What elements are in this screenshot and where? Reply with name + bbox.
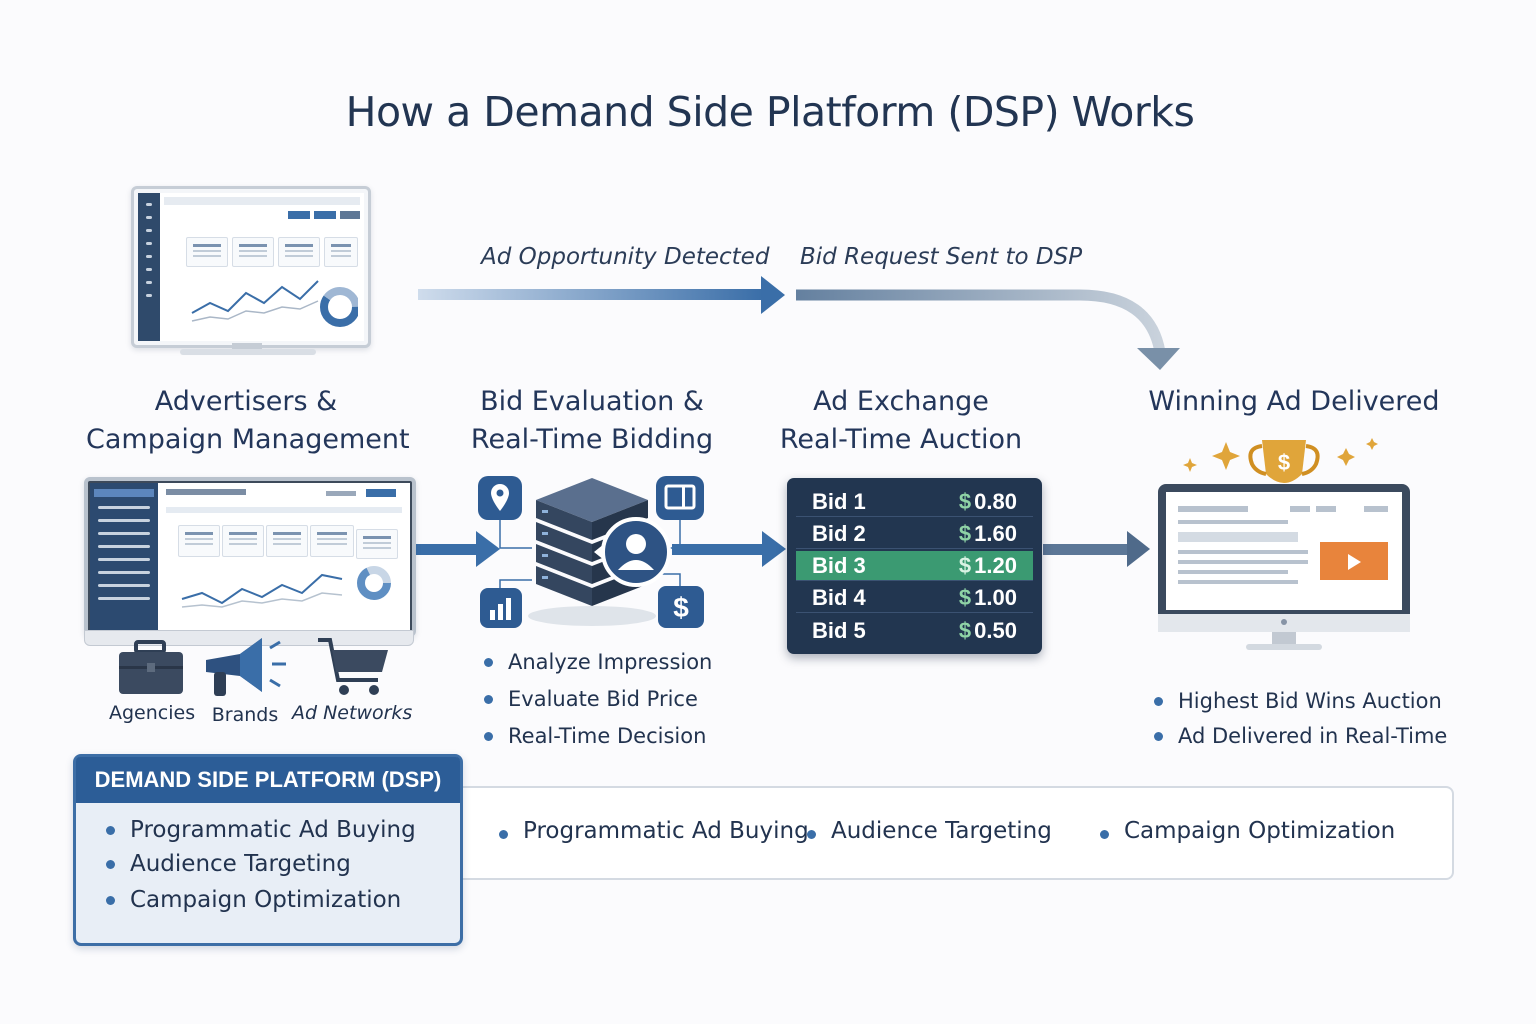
stage-title-exchange: Ad Exchange Real-Time Auction [770,383,1032,459]
currency-symbol: $ [958,488,972,514]
list-item: Ad Delivered in Real-Time [1154,724,1447,748]
monitor-stand [232,343,262,351]
stage-title-delivered: Winning Ad Delivered [1148,386,1440,417]
bid-amount: $1.60 [959,521,1017,547]
list-item: Programmatic Ad Buying [106,817,416,843]
stage-title-line: Bid Evaluation & [480,386,704,417]
delivered-bullets: Highest Bid Wins Auction Ad Delivered in… [1154,689,1447,748]
stage-title-line: Real-Time Auction [779,424,1023,455]
arrow-ad-opportunity [418,276,785,314]
bidding-bullets: Analyze Impression Evaluate Bid Price Re… [484,650,712,748]
arrow-bid-request [796,289,1180,370]
bid-label: Bid 4 [812,584,866,610]
currency-symbol: $ [958,520,972,546]
svg-text:$: $ [673,592,689,623]
buyer-label-ad-networks: Ad Networks [292,702,413,724]
list-item: Audience Targeting [106,851,416,877]
stage-title-line: Advertisers & [154,386,338,417]
stage-title-advertisers: Advertisers & Campaign Management [86,383,410,459]
arrow-advertisers-to-bidding [412,531,500,567]
stage-title-bidding: Bid Evaluation & Real-Time Bidding [452,383,732,459]
bid-label: Bid 2 [812,520,866,546]
bid-row-highlighted: Bid 3 $1.20 [796,551,1033,581]
campaign-dashboard-monitor-large [84,477,416,637]
devices-icon [656,476,704,520]
list-item: Evaluate Bid Price [484,687,712,711]
user-profile-icon [594,517,671,587]
flow-label-ad-opportunity: Ad Opportunity Detected [481,244,770,270]
flow-label-bid-request: Bid Request Sent to DSP [800,244,1083,270]
bid-value: 0.50 [974,618,1017,643]
location-pin-icon [478,476,522,520]
feature-item: Campaign Optimization [1100,818,1395,844]
bid-amount: $0.80 [959,489,1017,515]
currency-symbol: $ [958,618,972,643]
feature-item: Audience Targeting [807,818,1052,844]
video-ad-thumbnail [1320,542,1388,580]
feature-strip: Programmatic Ad Buying Audience Targetin… [457,786,1454,880]
dashboard-screen [138,193,364,341]
feature-item: Programmatic Ad Buying [499,818,809,844]
currency-symbol: $ [958,552,972,578]
bid-row: Bid 1 $0.80 [796,487,1033,517]
bid-row: Bid 5 $0.50 [796,616,1033,646]
bid-row: Bid 4 $1.00 [796,583,1033,613]
bid-value: 1.20 [974,552,1017,578]
sparkle-icon [1183,438,1378,472]
bid-label: Bid 3 [812,552,866,578]
stage-title-line: Campaign Management [86,424,410,455]
dsp-panel-bullets: Programmatic Ad Buying Audience Targetin… [106,817,416,913]
dashboard-screen [90,483,410,631]
monitor-base [180,349,316,355]
line-chart-thumbnail [181,566,391,608]
arrow-bidding-to-exchange [672,531,786,567]
dollar-icon: $ [658,586,704,628]
megaphone-icon [206,638,286,696]
svg-text:$: $ [1278,450,1290,475]
stage-title-line: Real-Time Bidding [470,424,714,455]
page-title: How a Demand Side Platform (DSP) Works [345,88,1195,136]
list-item: Real-Time Decision [484,724,712,748]
dsp-panel-header: DEMAND SIDE PLATFORM (DSP) [76,757,460,803]
auction-bid-board: Bid 1 $0.80 Bid 2 $1.60 Bid 3 $1.20 Bid … [787,478,1042,654]
bid-amount: $1.00 [959,585,1017,611]
stage-title-line: Ad Exchange [813,386,989,417]
campaign-dashboard-monitor-small [131,186,371,348]
line-chart-thumbnail [191,280,358,327]
briefcase-icon [119,640,183,694]
winning-ad-illustration: $ [1158,438,1410,650]
bid-value: 1.60 [974,520,1017,546]
dsp-panel: DEMAND SIDE PLATFORM (DSP) Programmatic … [73,754,463,946]
bidding-server-illustration: $ [478,476,704,628]
buyer-label-brands: Brands [211,704,279,726]
bid-value: 1.00 [974,584,1017,610]
analytics-icon [480,588,522,628]
bid-value: 0.80 [974,488,1017,514]
bid-row: Bid 2 $1.60 [796,519,1033,549]
currency-symbol: $ [958,584,972,610]
bid-label: Bid 5 [812,618,866,643]
bid-label: Bid 1 [812,488,866,514]
list-item: Campaign Optimization [106,887,416,913]
bid-amount: $1.20 [959,553,1017,579]
buyer-label-agencies: Agencies [109,702,196,724]
arrow-exchange-to-delivered [1043,531,1150,567]
list-item: Highest Bid Wins Auction [1154,689,1447,713]
bid-amount: $0.50 [959,618,1017,644]
list-item: Analyze Impression [484,650,712,674]
shopping-cart-icon [318,638,388,695]
